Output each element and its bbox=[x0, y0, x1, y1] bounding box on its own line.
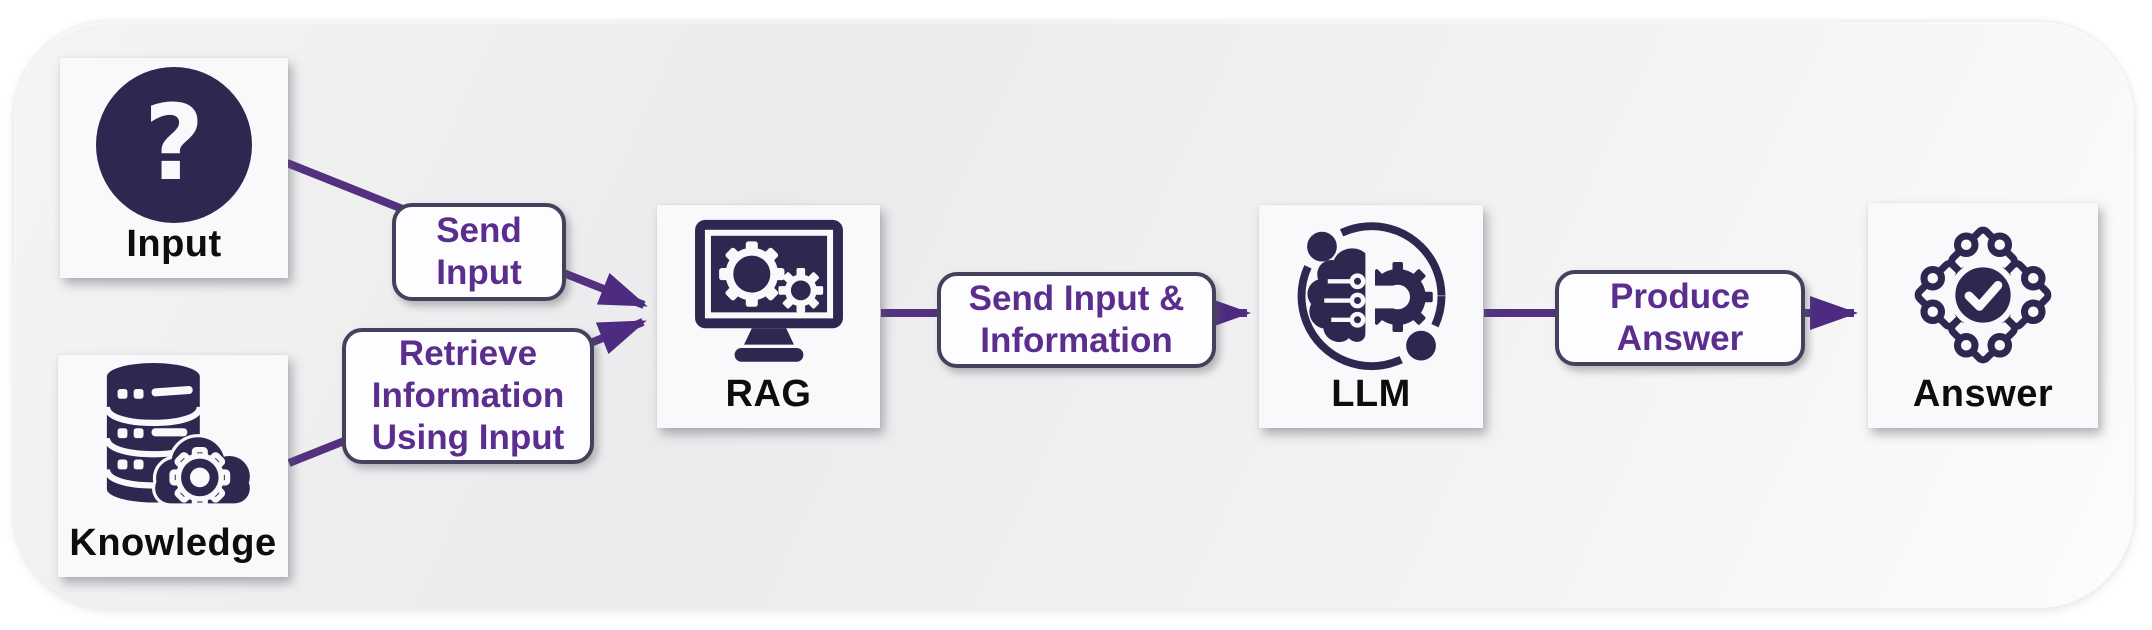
edge-label-line: Produce bbox=[1609, 277, 1751, 316]
question-mark-glyph: ? bbox=[143, 82, 205, 204]
node-llm: LLM bbox=[1259, 205, 1483, 428]
edge-label-send-input-information: Send Input & Information bbox=[937, 272, 1216, 368]
edge-label-line: Information bbox=[371, 376, 565, 415]
edge-label-line: Send Input & bbox=[968, 279, 1185, 318]
edge-label-retrieve-information: Retrieve Information Using Input bbox=[342, 328, 594, 464]
node-input: ? Input bbox=[60, 58, 288, 278]
node-llm-label: LLM bbox=[1331, 373, 1411, 415]
node-knowledge: Knowledge bbox=[58, 355, 288, 577]
node-input-label: Input bbox=[126, 223, 222, 265]
brain-gear-orbit-icon bbox=[1297, 222, 1445, 371]
node-answer-label: Answer bbox=[1912, 373, 2054, 415]
node-knowledge-label: Knowledge bbox=[69, 522, 277, 564]
edge-label-line: Answer bbox=[1616, 319, 1744, 358]
database-cloud-gear-icon bbox=[103, 363, 253, 508]
node-answer: Answer bbox=[1868, 203, 2098, 428]
node-rag-label: RAG bbox=[725, 373, 812, 415]
edge-label-line: Information bbox=[980, 321, 1173, 360]
question-mark-circle-icon: ? bbox=[96, 67, 252, 223]
edge-label-line: Retrieve bbox=[398, 334, 538, 373]
edge-label-send-input: Send Input bbox=[392, 203, 566, 301]
node-rag: RAG bbox=[657, 205, 880, 428]
edge-label-line: Input bbox=[436, 253, 522, 292]
edge-label-produce-answer: Produce Answer bbox=[1555, 270, 1805, 366]
edge-label-line: Using Input bbox=[371, 418, 565, 457]
puzzle-check-icon bbox=[1914, 226, 2052, 364]
monitor-gears-icon bbox=[694, 219, 843, 362]
edge-label-line: Send bbox=[436, 211, 522, 250]
